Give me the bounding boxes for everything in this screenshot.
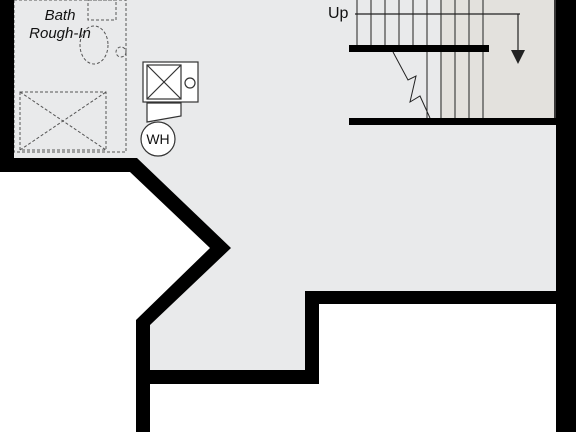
wall-notch [150, 291, 556, 384]
furnace-box [146, 64, 182, 100]
water-heater-label: WH [146, 131, 169, 147]
water-heater-icon [140, 121, 176, 157]
bath-label-line2: Rough-In [29, 25, 91, 42]
stair-area [440, 0, 556, 118]
furnace-cross-b [146, 64, 182, 100]
bath-label-line1: Bath [45, 7, 76, 24]
furnace-body [142, 61, 199, 103]
shower-rough-in [19, 91, 107, 151]
staircase [356, 0, 484, 119]
stairs-up-label: Up [328, 5, 349, 22]
wall-stair-top [349, 45, 489, 52]
toilet-bowl-rough-in [79, 25, 109, 65]
furnace-unit [142, 61, 199, 123]
stair-break-line [392, 51, 431, 119]
bath-rough-in-area [13, 0, 127, 153]
wall-right [556, 0, 576, 432]
stair-arrow-head-icon [511, 50, 525, 64]
toilet-rough-in [87, 0, 117, 21]
furnace-base [146, 102, 182, 123]
drain-rough-in [115, 46, 127, 58]
wall-stair-bottom [349, 118, 556, 125]
wall-left [0, 0, 14, 172]
shower-diagonal-b [19, 91, 107, 151]
furnace-vent-icon [184, 77, 196, 89]
